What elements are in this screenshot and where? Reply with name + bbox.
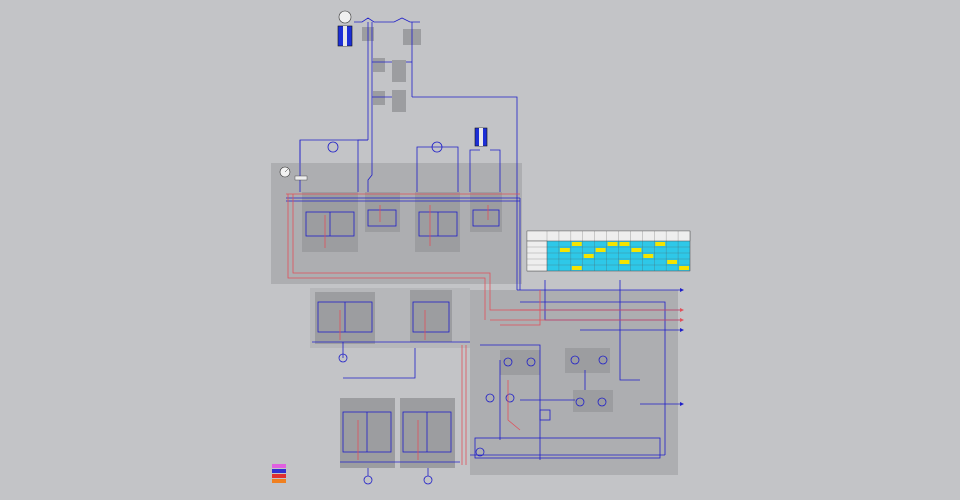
table-cell-highlight	[667, 260, 678, 264]
legend	[272, 464, 286, 483]
hydraulic-cylinder-icon	[474, 127, 488, 147]
pump-block-1	[500, 350, 540, 375]
data-table	[526, 230, 691, 272]
top-valve-box-3	[373, 58, 385, 72]
table-cell-highlight	[607, 242, 618, 246]
table-cell-highlight	[619, 260, 630, 264]
pump-block-3	[573, 390, 613, 412]
table-cell-highlight	[643, 254, 654, 258]
valve-block-2	[365, 192, 400, 232]
legend-swatch	[272, 474, 286, 478]
valve-block-7	[340, 398, 395, 468]
top-valve-box-6	[392, 90, 406, 112]
table-cell-highlight	[655, 242, 666, 246]
outlet-arrows	[680, 288, 684, 406]
legend-swatch	[272, 469, 286, 473]
table-cell-highlight	[595, 248, 606, 252]
table-cell-highlight	[619, 242, 630, 246]
right-main-panel	[470, 290, 678, 475]
top-valve-box-4	[373, 91, 385, 105]
legend-swatch	[272, 479, 286, 483]
table-cell-highlight	[583, 254, 594, 258]
valve-block-8	[400, 398, 455, 468]
table-cell-highlight	[631, 248, 642, 252]
red-pipe-network	[286, 193, 680, 465]
valve-block-3	[415, 192, 460, 252]
table-cell-highlight	[559, 248, 570, 252]
table-cell-highlight	[571, 242, 582, 246]
legend-swatch	[272, 464, 286, 468]
table-cell-highlight	[571, 266, 582, 270]
table-cell-highlight	[679, 266, 689, 270]
pump-block-2	[565, 348, 610, 373]
hydraulic-cylinder-icon	[337, 10, 353, 47]
top-valve-box-5	[392, 60, 406, 82]
valve-block-4	[470, 192, 502, 232]
gauge-icon	[279, 166, 308, 181]
valve-block-6	[410, 290, 452, 342]
